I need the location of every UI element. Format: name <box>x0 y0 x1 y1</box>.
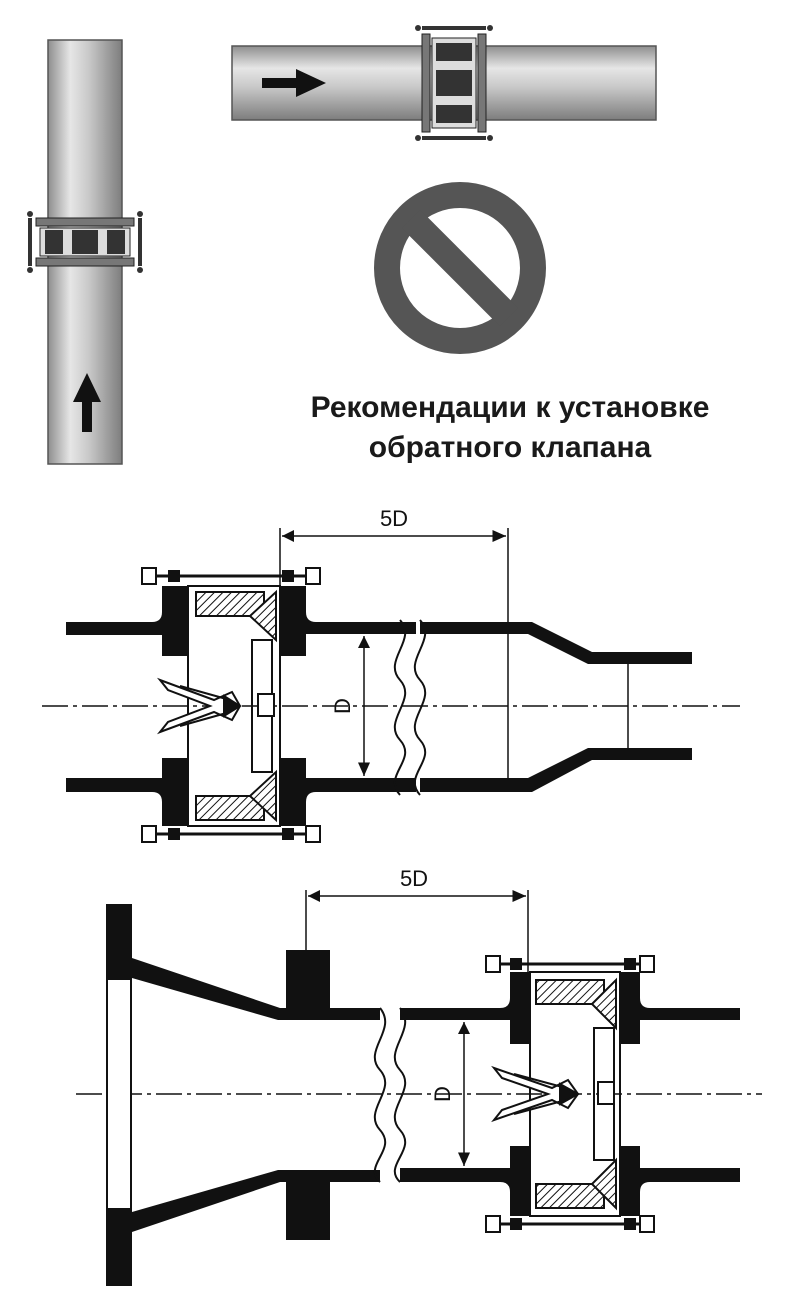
spacing-label: 5D <box>380 506 408 531</box>
prohibited-sign-icon <box>374 182 546 354</box>
horizontal-pipe-with-valve <box>231 25 657 141</box>
flow-arrow-icon <box>73 373 101 432</box>
installation-diagram-1: 5D D <box>42 506 740 843</box>
caption-line-1: Рекомендации к установке <box>310 391 710 424</box>
diameter-label: D <box>330 698 355 714</box>
horizontal-valve-assembly <box>415 25 493 141</box>
flow-arrow-icon <box>262 69 326 97</box>
spacing-label: 5D <box>400 866 428 891</box>
vertical-valve-assembly <box>27 211 143 273</box>
diameter-label: D <box>430 1086 455 1102</box>
vertical-pipe-with-valve <box>27 39 143 465</box>
caption-line-2: обратного клапана <box>368 431 652 464</box>
installation-diagram-2: 5D D <box>76 866 762 1286</box>
caption: Рекомендации к установке обратного клапа… <box>230 388 790 468</box>
